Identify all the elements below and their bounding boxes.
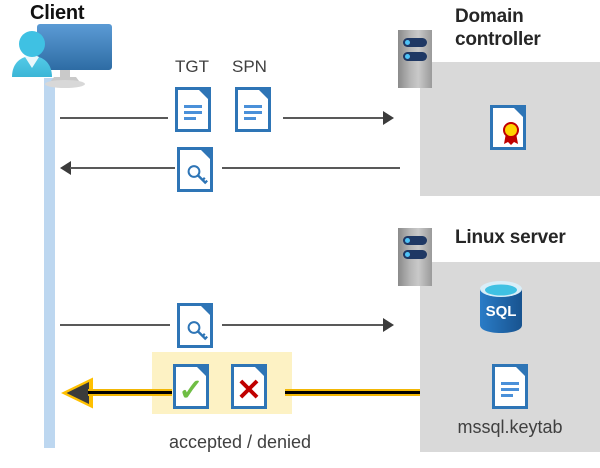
auth-result-line-left [88,389,172,396]
accepted-document-icon: ✓ [173,364,209,409]
linux-server-title: Linux server [455,227,566,248]
message-2-arrowhead [60,161,71,175]
client-lifeline [44,78,55,448]
client-title: Client [30,2,85,24]
message-3-arrowhead [383,318,394,332]
spn-document-icon [235,87,271,132]
keytab-document-icon [492,364,528,409]
service-ticket-key-document-icon [177,303,213,348]
spn-label: SPN [232,57,267,76]
certificate-document-icon [490,105,526,150]
message-1-arrowhead [383,111,394,125]
message-3-line-right [222,324,383,326]
sql-database-label: SQL [486,303,517,320]
user-workstation-icon [8,22,118,99]
message-3-line-left [60,324,170,326]
certificate-seal-icon [500,120,522,146]
auth-result-line-right [285,389,420,396]
domain-controller-title: Domain controller [455,6,541,50]
message-1-line-right [283,117,383,119]
message-2-line-right [222,167,400,169]
keytab-filename-label: mssql.keytab [457,417,563,437]
auth-result-arrowhead [60,376,94,415]
tgt-label: TGT [175,57,209,76]
sql-database-icon: SQL [478,280,524,339]
denied-cross-glyph: ✕ [236,374,262,407]
auth-result-caption: accepted / denied [168,432,312,452]
message-1-line-left [60,117,168,119]
tgt-document-icon [175,87,211,132]
server-rack-icon [398,228,432,286]
message-2-line-left [70,167,175,169]
accepted-check-glyph: ✓ [178,374,204,407]
denied-document-icon: ✕ [231,364,267,409]
server-rack-icon [398,30,432,88]
service-ticket-key-document-icon [177,147,213,192]
